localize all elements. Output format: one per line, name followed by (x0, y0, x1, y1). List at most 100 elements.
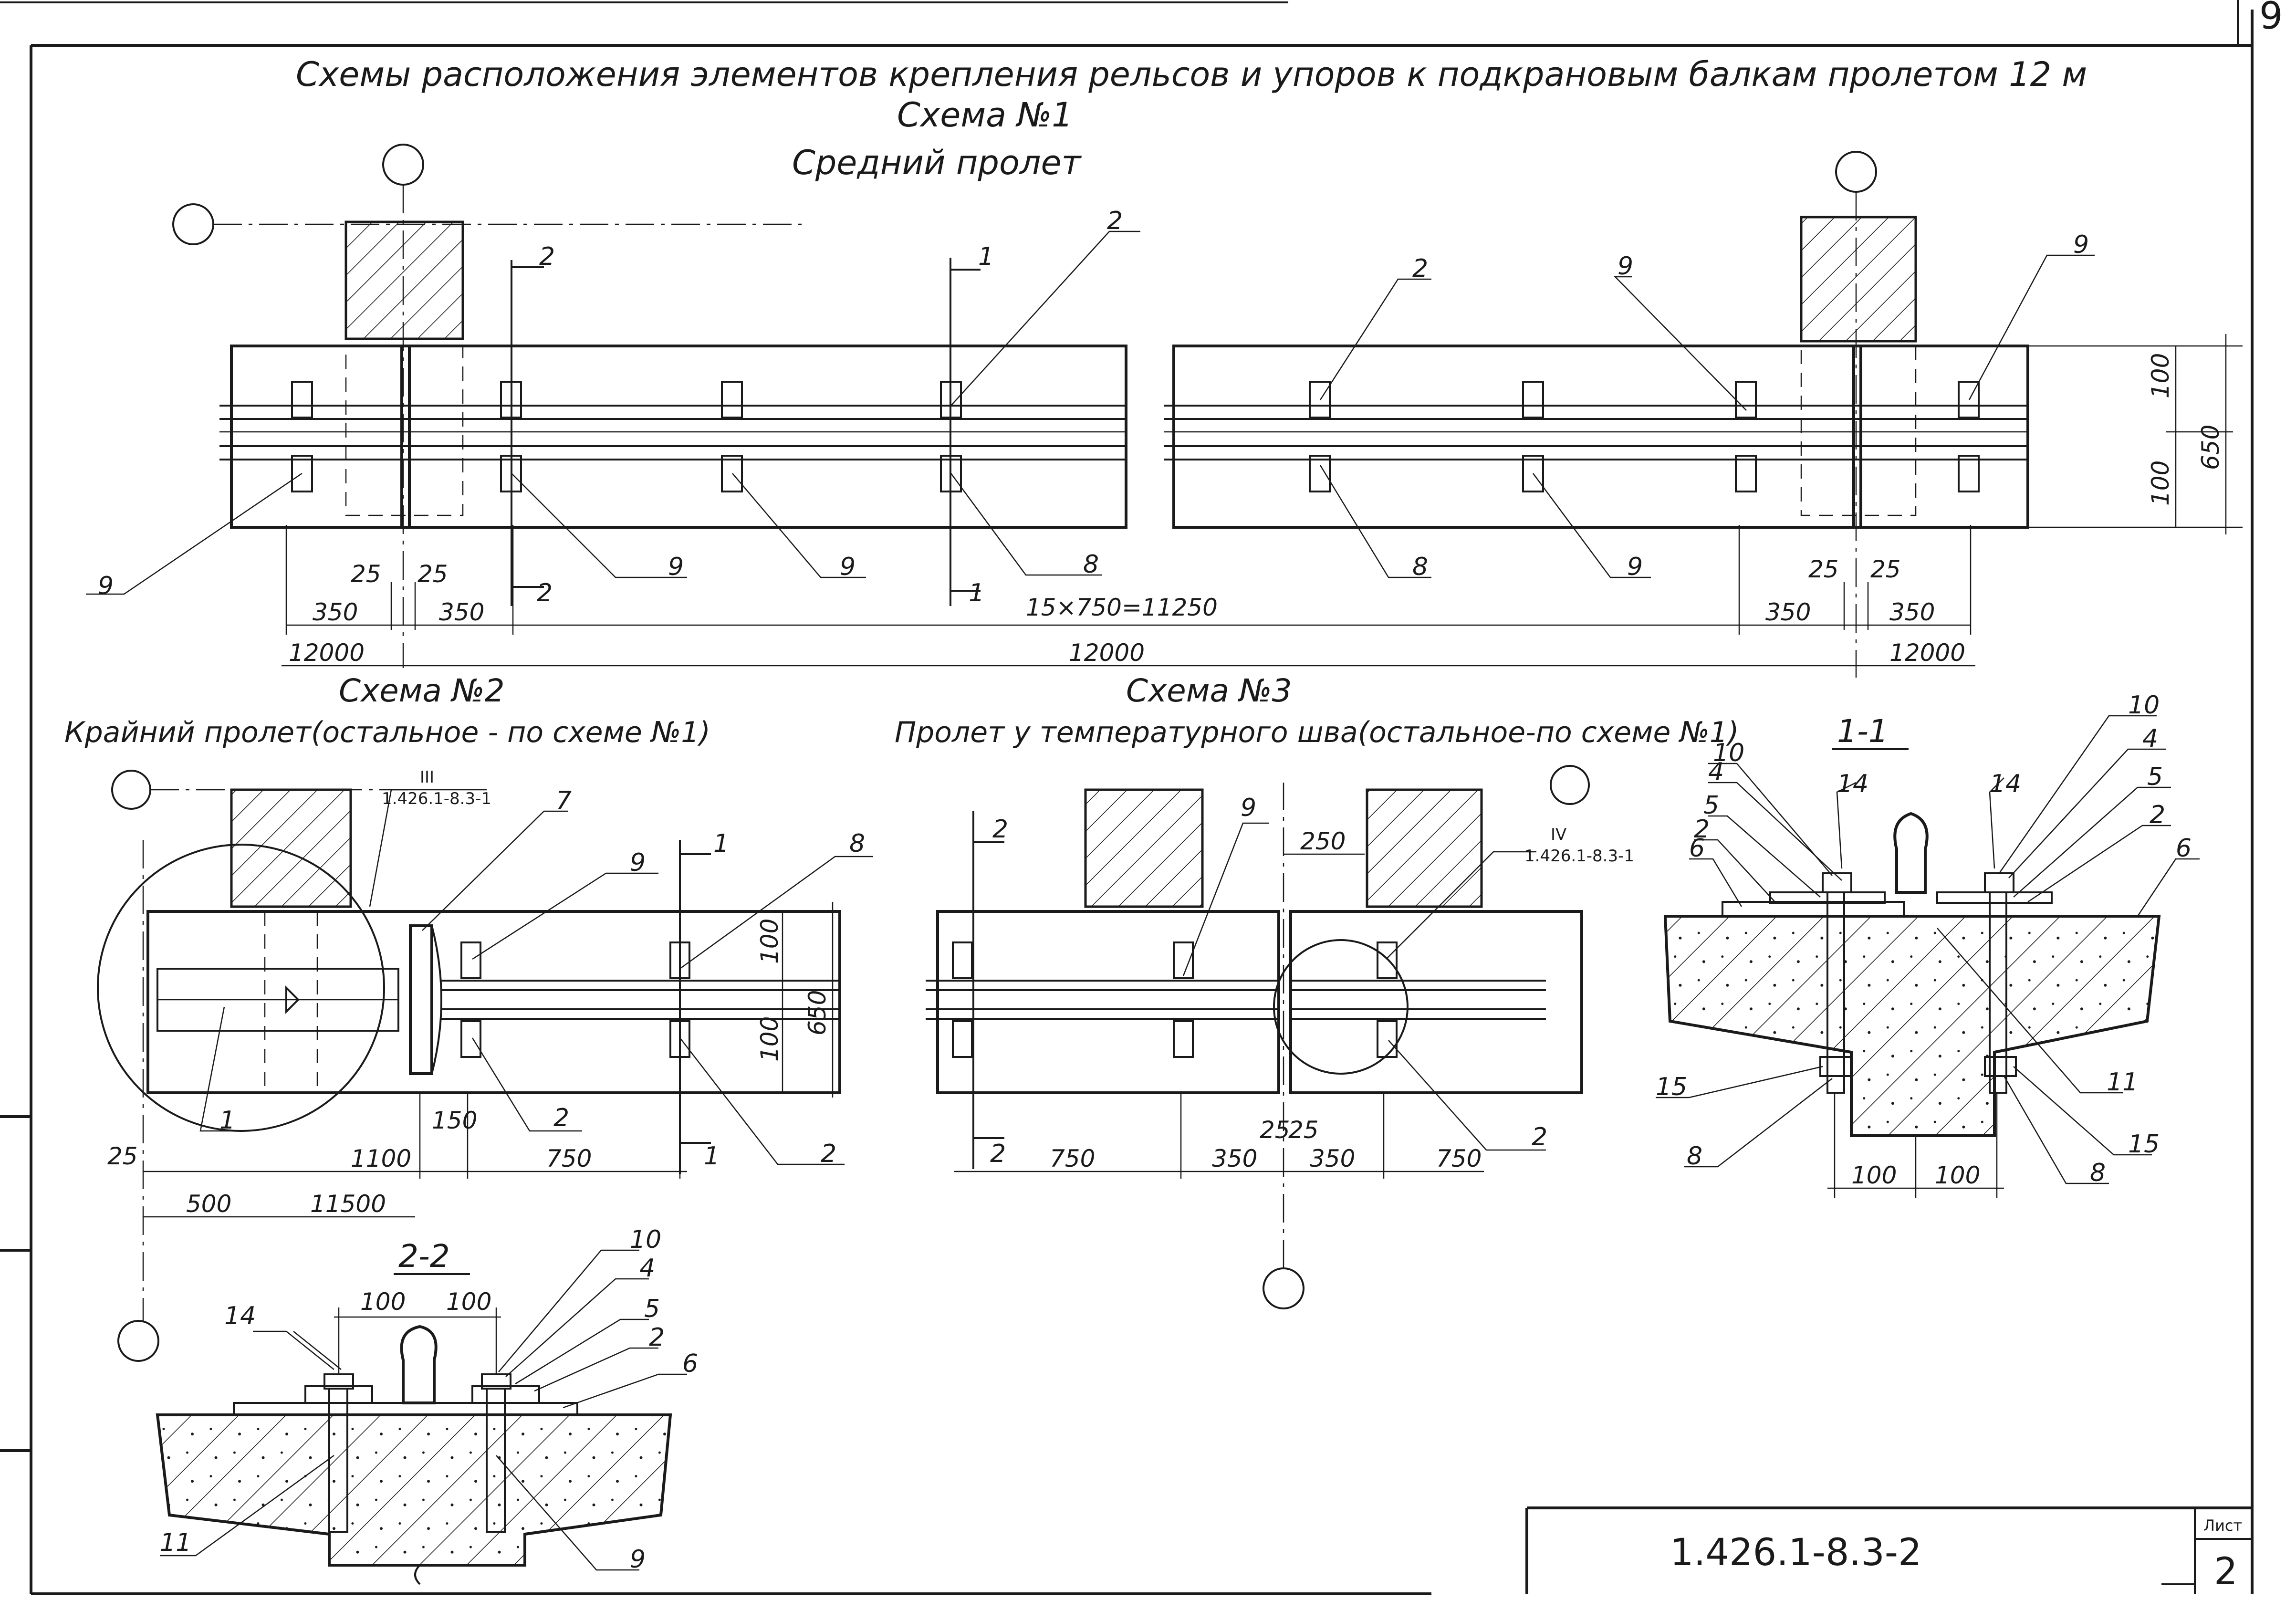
section-mark-2: 2 (992, 815, 1008, 844)
callout-10: 10 (2128, 691, 2160, 720)
callout-10: 10 (1713, 739, 1744, 767)
callout-5: 5 (644, 1295, 660, 1323)
callout-9: 9 (98, 572, 114, 600)
callout-2: 2 (1107, 207, 1123, 235)
callout-5: 5 (1703, 791, 1719, 820)
callout-14: 14 (224, 1302, 256, 1330)
section-2-2-heading: 2-2 (398, 1238, 450, 1275)
callout-9: 9 (630, 848, 646, 877)
column (1084, 788, 1204, 908)
axis-marker (1835, 151, 1877, 193)
sheet-label: Лист (2203, 1516, 2242, 1535)
title-block (1525, 1506, 2252, 1594)
stop-plate (409, 924, 433, 1075)
callout-8: 8 (1412, 553, 1428, 581)
dim-25: 25 (1288, 1116, 1319, 1144)
dim-25: 25 (1870, 555, 1901, 583)
ref-mark: III (420, 768, 434, 787)
callout-9: 9 (668, 553, 684, 581)
axis-marker (111, 770, 151, 810)
rail (219, 405, 2028, 460)
dim-100: 100 (1851, 1161, 1897, 1189)
dim-12000: 12000 (1069, 639, 1145, 667)
scheme3-heading: Схема №3 (1126, 672, 1292, 709)
section-mark-1-bot: 1 (969, 579, 984, 607)
dim-11500: 11500 (310, 1190, 386, 1218)
callout-4: 4 (1708, 758, 1724, 786)
beam-section (156, 1413, 672, 1567)
scheme2-subtitle: Крайний пролет(остальное - по схеме №1) (64, 716, 710, 749)
callout-11: 11 (160, 1528, 191, 1557)
dim-350: 350 (1765, 598, 1811, 626)
callout-7: 7 (556, 786, 572, 815)
sheet-frame (0, 0, 2254, 1595)
callout-6: 6 (682, 1349, 698, 1378)
scheme1-heading: Схема №1 (897, 95, 1073, 135)
crane-beam (936, 910, 1280, 1094)
callout-15: 15 (2128, 1130, 2160, 1159)
dim-250: 250 (1300, 827, 1346, 855)
dim-100-bot: 100 (2147, 460, 2174, 506)
axis-marker (172, 203, 214, 245)
dim-100: 100 (756, 1016, 783, 1062)
callout-6: 6 (1689, 834, 1705, 863)
section-mark-1-top: 1 (978, 242, 994, 271)
callout-8: 8 (1687, 1142, 1702, 1171)
callout-15: 15 (1656, 1073, 1687, 1101)
crane-beam (1289, 910, 1583, 1094)
callout-4: 4 (639, 1254, 655, 1283)
callout-9: 9 (630, 1545, 646, 1574)
crane-beam-left (230, 345, 1127, 529)
axis-marker (1550, 765, 1590, 805)
section-mark-1: 1 (704, 1142, 720, 1171)
callout-8: 8 (2090, 1159, 2106, 1187)
leaders (86, 230, 2095, 595)
callout-9: 9 (1627, 553, 1643, 581)
dim-100: 100 (360, 1288, 406, 1316)
dim-750: 750 (1050, 1145, 1095, 1172)
scheme3-plan (926, 765, 1590, 1309)
dim-100-top: 100 (2147, 353, 2174, 398)
dim-25: 25 (1260, 1116, 1290, 1144)
callout-11: 11 (2107, 1068, 2138, 1097)
ref-mark: IV (1551, 825, 1566, 844)
section-mark-1: 1 (713, 829, 729, 858)
scheme2-plan (97, 770, 873, 1362)
beam-section (1663, 915, 2161, 1137)
callout-8: 8 (849, 829, 865, 858)
scheme1-subtitle: Средний пролет (792, 143, 1082, 182)
callout-9: 9 (1241, 794, 1256, 822)
callout-10: 10 (630, 1225, 661, 1254)
corner-sheet-number: 9 (2259, 0, 2283, 38)
callout-2: 2 (553, 1104, 569, 1132)
dim-350: 350 (1889, 598, 1935, 626)
vertical-dims (2028, 334, 2243, 534)
section-1-1-drawing (1656, 715, 2200, 1198)
dim-pitch-total: 15×750=11250 (1026, 594, 1218, 621)
axis-marker (382, 144, 424, 186)
callout-14: 14 (1837, 770, 1868, 798)
dim-750: 750 (546, 1145, 592, 1172)
section-marks (511, 258, 981, 606)
dim-100: 100 (446, 1288, 491, 1316)
scheme1-plan: 2 2 1 1 2 2 9 9 9 9 9 8 8 9 (86, 144, 2243, 678)
callout-2: 2 (1694, 815, 1710, 844)
callout-9: 9 (1618, 252, 1633, 281)
column (344, 220, 464, 340)
drawing-title: Схемы расположения элементов крепления р… (296, 55, 2087, 94)
crane-beam-right (1172, 345, 2029, 529)
callout-6: 6 (2176, 834, 2192, 863)
sheet-number: 2 (2214, 1550, 2238, 1593)
dim-750: 750 (1436, 1145, 1482, 1172)
dim-350: 350 (439, 598, 484, 626)
callout-14: 14 (1990, 770, 2021, 798)
ref-code: 1.426.1-8.3-1 (382, 789, 491, 808)
section-mark-2: 2 (990, 1140, 1006, 1168)
section-mark-2-bot: 2 (537, 579, 553, 607)
dim-100: 100 (756, 919, 783, 964)
rail-head (400, 1325, 438, 1404)
callout-1: 1 (219, 1106, 235, 1135)
callout-8: 8 (1083, 550, 1099, 579)
dim-100: 100 (1935, 1161, 1980, 1189)
